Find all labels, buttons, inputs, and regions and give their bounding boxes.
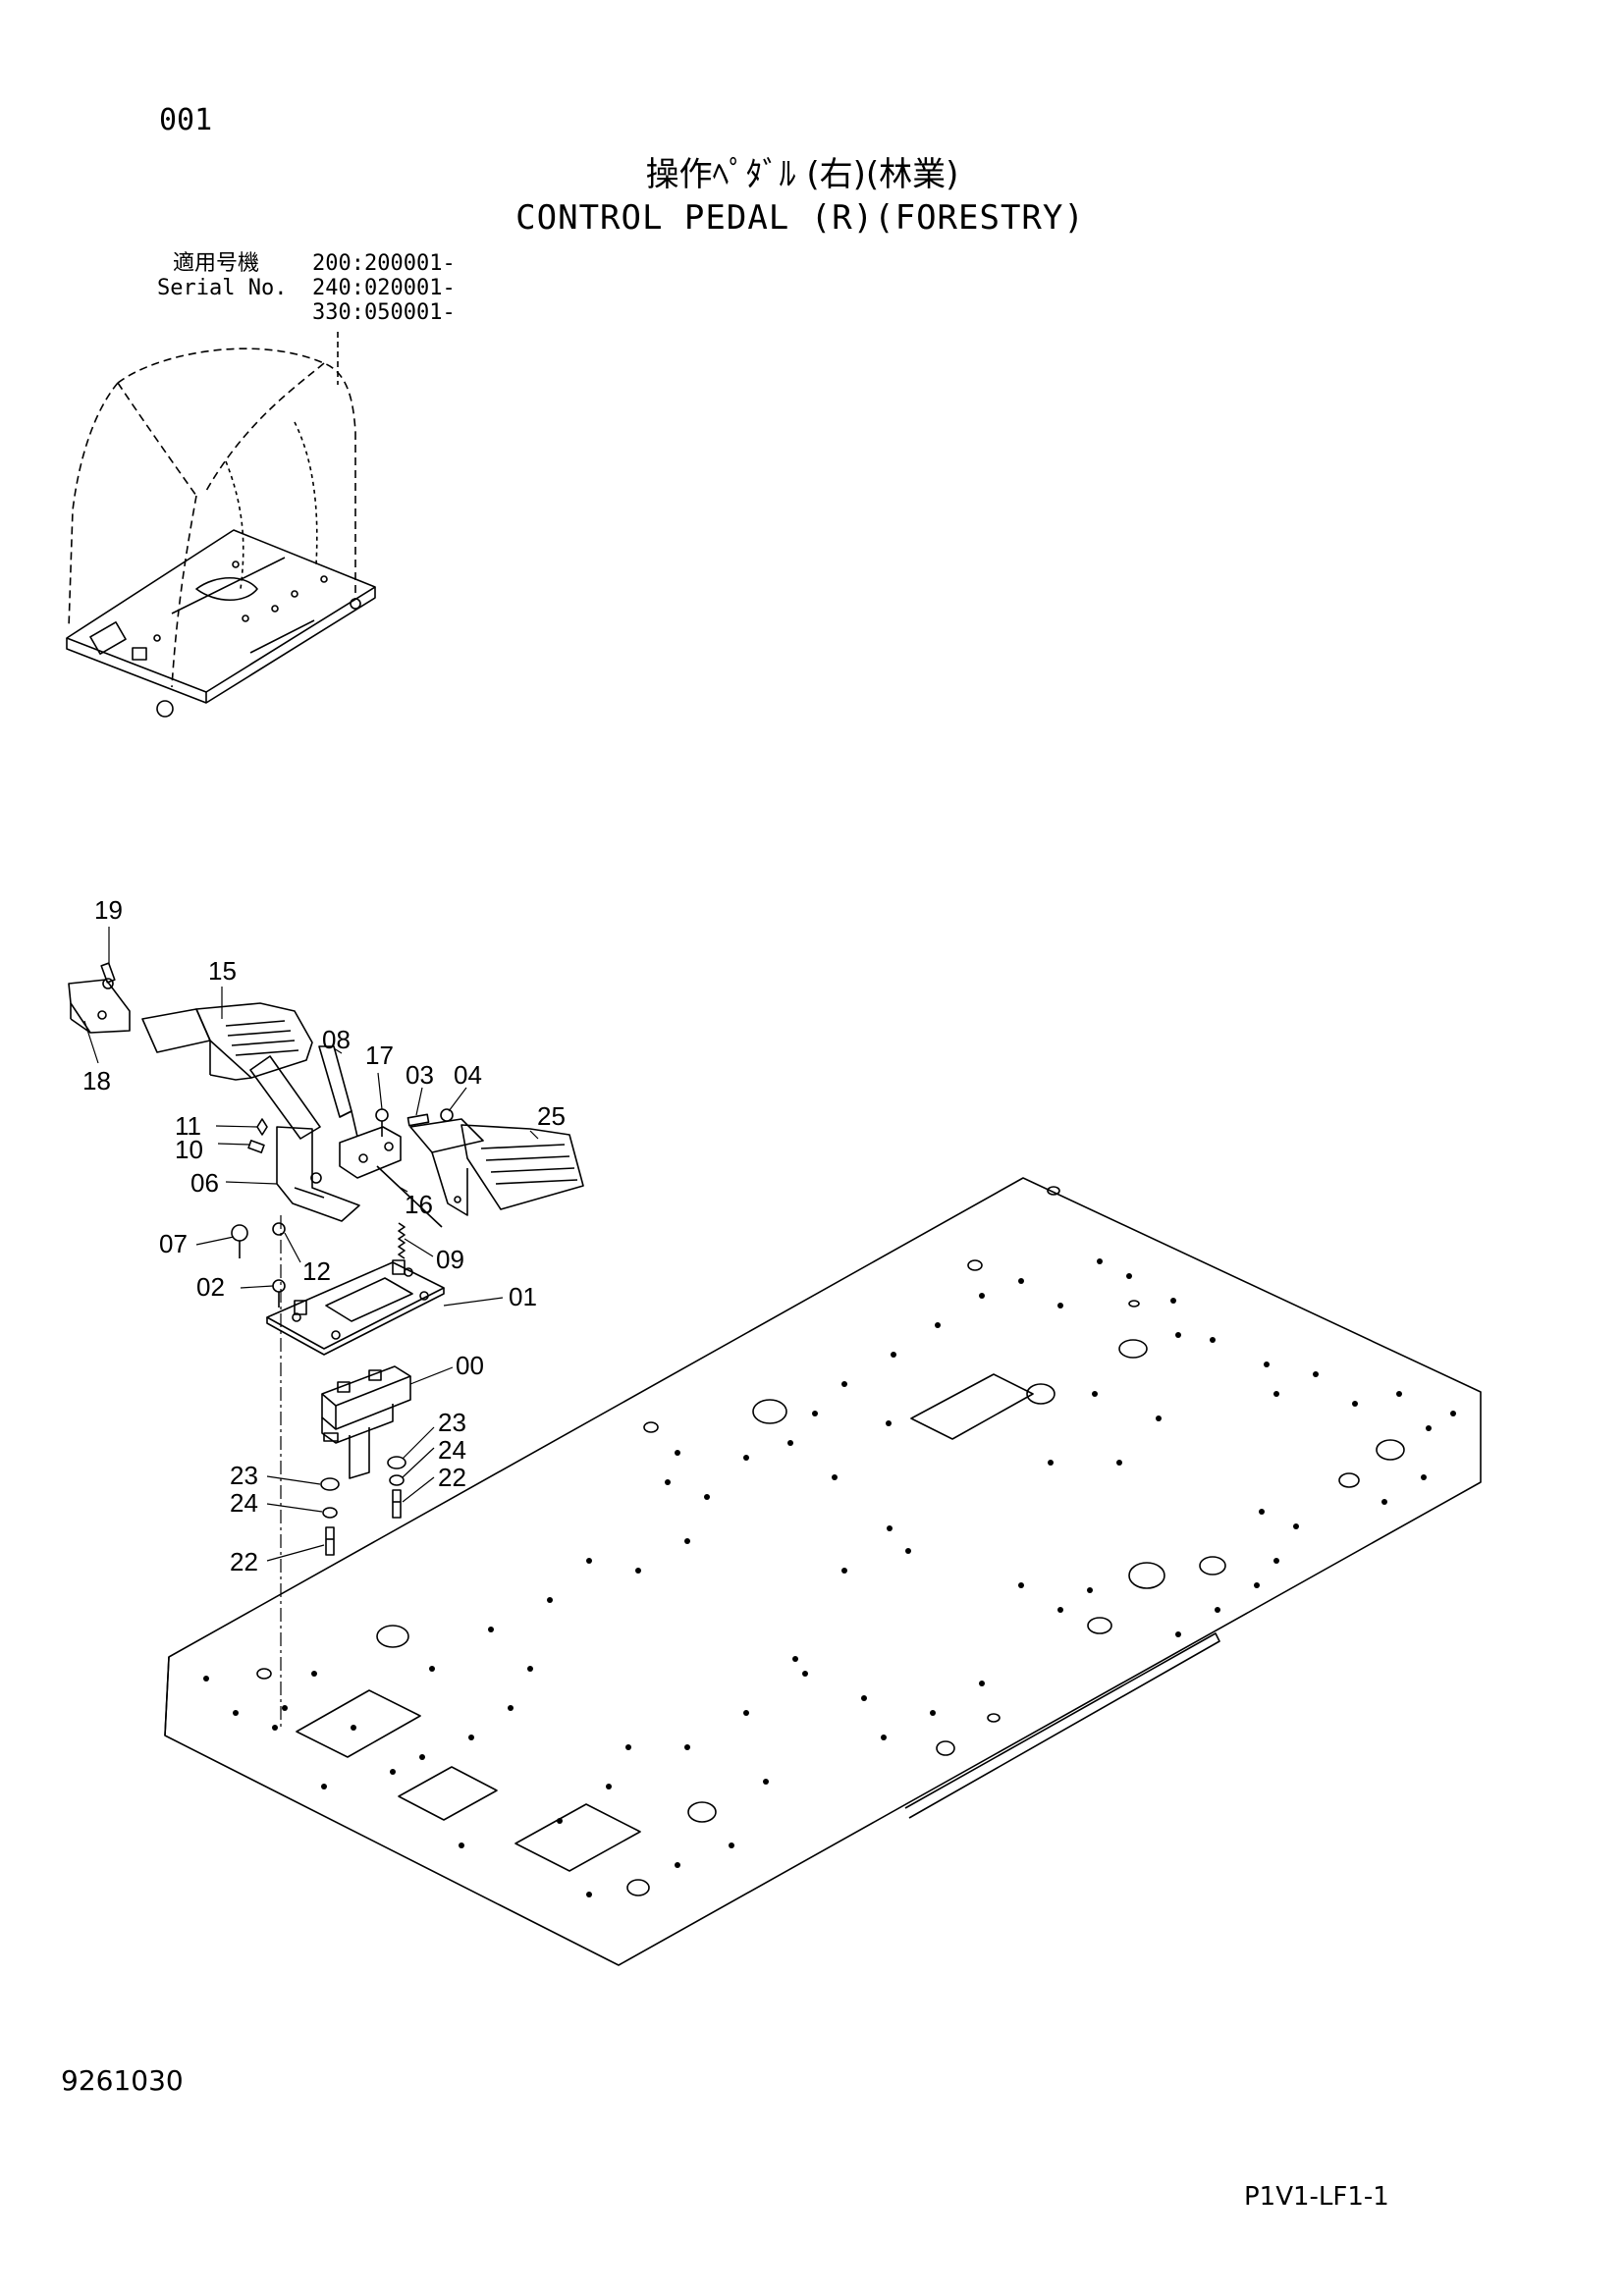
callout-23: 23 bbox=[438, 1408, 466, 1437]
title-english: CONTROL PEDAL (R)(FORESTRY) bbox=[515, 198, 1085, 238]
callout-22: 22 bbox=[438, 1463, 466, 1492]
callout-01: 01 bbox=[509, 1282, 537, 1311]
callout-12: 12 bbox=[302, 1256, 331, 1286]
part-04-nut bbox=[440, 1108, 454, 1122]
part-11-pin bbox=[256, 1118, 268, 1136]
callout-labels: 19 15 18 08 17 03 04 25 11 10 06 16 07 1… bbox=[82, 895, 566, 1576]
serial-range: 330:050001- bbox=[312, 300, 456, 325]
callout-08: 08 bbox=[322, 1025, 351, 1054]
cab-overview-illustration bbox=[66, 332, 376, 718]
callout-00: 00 bbox=[456, 1351, 484, 1380]
callout-18: 18 bbox=[82, 1066, 111, 1095]
part-08-arm bbox=[249, 1045, 358, 1140]
part-03-pin bbox=[406, 1113, 430, 1127]
title-japanese: 操作ﾍﾟﾀﾞﾙ (右)(林業) bbox=[645, 155, 959, 194]
part-01-plate bbox=[266, 1259, 445, 1356]
part-19-bolt bbox=[100, 962, 116, 989]
drawing-number: 9261030 bbox=[61, 2064, 184, 2097]
callout-24: 24 bbox=[230, 1488, 258, 1518]
callout-15: 15 bbox=[208, 956, 237, 986]
part-10-pin bbox=[247, 1140, 265, 1153]
part-02-bolt bbox=[272, 1279, 286, 1308]
page-code: P1V1-LF1-1 bbox=[1244, 2182, 1389, 2212]
part-09-spring bbox=[398, 1222, 406, 1259]
part-22-bolt bbox=[392, 1489, 402, 1519]
callout-09: 09 bbox=[436, 1245, 464, 1274]
serial-range: 240:020001- bbox=[312, 276, 456, 300]
part-15-pedal bbox=[141, 1002, 313, 1081]
callout-10: 10 bbox=[175, 1135, 203, 1164]
part-12-washer bbox=[272, 1222, 286, 1236]
callout-16: 16 bbox=[405, 1190, 433, 1219]
part-23-washer bbox=[387, 1456, 406, 1469]
callout-03: 03 bbox=[406, 1060, 434, 1090]
part-25-pedal bbox=[409, 1118, 584, 1216]
serial-label-japanese: 適用号機 bbox=[173, 251, 260, 276]
callout-17: 17 bbox=[365, 1041, 394, 1070]
callout-19: 19 bbox=[94, 895, 123, 925]
part-07-bolt bbox=[231, 1224, 248, 1258]
part-18-bracket bbox=[68, 979, 131, 1034]
callout-24: 24 bbox=[438, 1435, 466, 1465]
callout-23: 23 bbox=[230, 1461, 258, 1490]
callout-04: 04 bbox=[454, 1060, 482, 1090]
serial-range: 200:200001- bbox=[312, 251, 456, 276]
callout-25: 25 bbox=[537, 1101, 566, 1131]
floor-plate bbox=[164, 1177, 1482, 1966]
part-22-bolt bbox=[325, 1526, 335, 1556]
leader-lines bbox=[83, 927, 539, 1562]
callout-22: 22 bbox=[230, 1547, 258, 1576]
part-24-washer bbox=[322, 1507, 338, 1519]
serial-label-english: Serial No. bbox=[157, 276, 288, 300]
callout-07: 07 bbox=[159, 1229, 188, 1258]
floor-plate-holes bbox=[203, 1258, 1456, 1897]
part-16-rod bbox=[376, 1165, 443, 1228]
part-06-bracket bbox=[276, 1126, 360, 1222]
part-17-bolt bbox=[375, 1108, 389, 1137]
part-mount-block bbox=[339, 1126, 402, 1179]
part-24-washer bbox=[389, 1474, 405, 1486]
callout-06: 06 bbox=[190, 1168, 219, 1198]
part-23-washer bbox=[320, 1477, 340, 1491]
part-00-valve bbox=[321, 1365, 411, 1479]
callout-11: 11 bbox=[175, 1111, 201, 1141]
callout-02: 02 bbox=[196, 1272, 225, 1302]
page-number: 001 bbox=[159, 103, 213, 137]
